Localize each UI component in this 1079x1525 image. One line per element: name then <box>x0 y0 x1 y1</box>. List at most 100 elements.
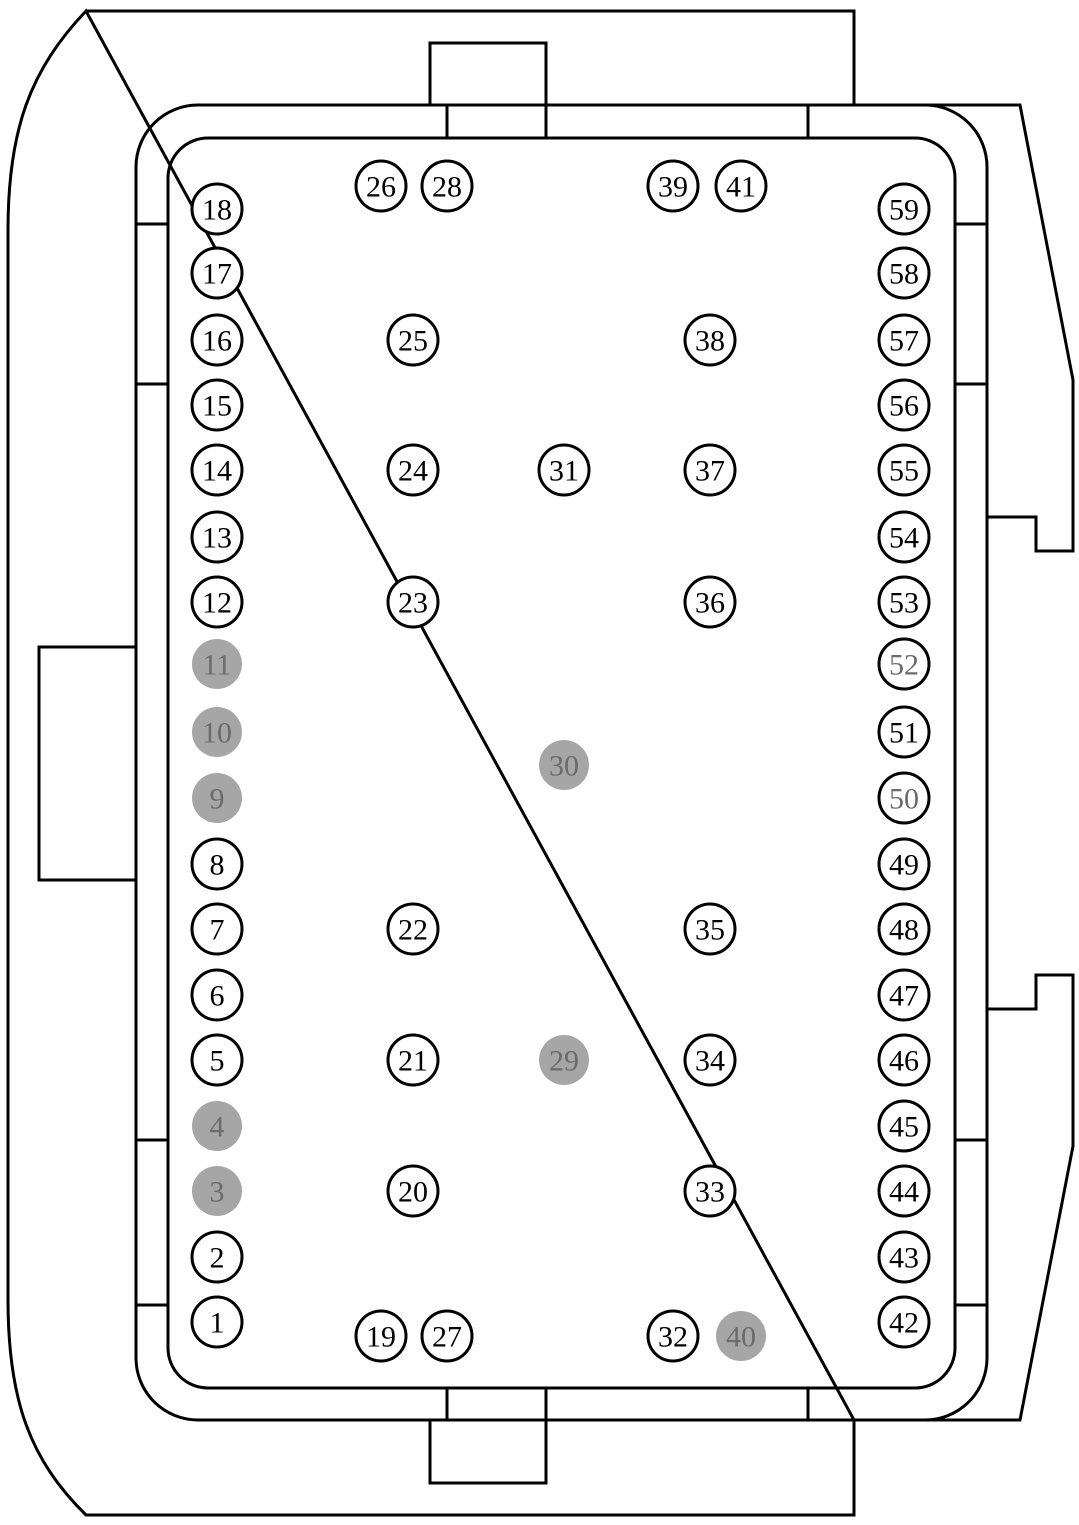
pin-circle <box>877 902 931 956</box>
pin-label: 37 <box>695 455 725 488</box>
pin-circle <box>877 1099 931 1153</box>
pin-43: 43 <box>877 1230 931 1284</box>
pin-label: 17 <box>202 258 232 291</box>
connector-housing <box>6 8 1075 1517</box>
pin-label: 44 <box>889 1176 919 1209</box>
pin-6: 6 <box>190 968 244 1022</box>
pin-label: 54 <box>889 522 919 555</box>
pin-12: 12 <box>190 575 244 629</box>
pin-41: 41 <box>714 159 768 213</box>
pin-circle <box>190 1295 244 1349</box>
pin-label: 43 <box>889 1242 919 1275</box>
pin-label: 24 <box>398 455 428 488</box>
pin-circle <box>386 902 440 956</box>
pin-circle <box>192 1166 242 1216</box>
pin-circle <box>877 510 931 564</box>
pin-circle <box>646 159 700 213</box>
pin-circle <box>386 443 440 497</box>
pin-11: 11 <box>192 639 242 689</box>
pin-35: 35 <box>683 902 737 956</box>
pin-39: 39 <box>646 159 700 213</box>
pin-circle <box>190 510 244 564</box>
right-ribs <box>955 222 987 1307</box>
pin-4: 4 <box>192 1101 242 1151</box>
pin-label: 48 <box>889 914 919 947</box>
pin-label: 51 <box>889 717 919 750</box>
pin-26: 26 <box>354 159 408 213</box>
pin-label: 45 <box>889 1111 919 1144</box>
pin-circle <box>192 773 242 823</box>
pin-circle <box>192 1101 242 1151</box>
pin-36: 36 <box>683 575 737 629</box>
pin-23: 23 <box>386 575 440 629</box>
pin-24: 24 <box>386 443 440 497</box>
pin-label: 11 <box>203 649 232 682</box>
pin-42: 42 <box>877 1295 931 1349</box>
pin-13: 13 <box>190 510 244 564</box>
outer-shell <box>6 8 856 1517</box>
pin-circle <box>386 1164 440 1218</box>
pin-circle <box>190 443 244 497</box>
pin-49: 49 <box>877 837 931 891</box>
pin-circle <box>190 313 244 367</box>
pin-53: 53 <box>877 575 931 629</box>
pin-label: 3 <box>210 1176 225 1209</box>
pin-circle <box>683 313 737 367</box>
pin-circle <box>877 637 931 691</box>
pin-label: 41 <box>726 171 756 204</box>
pin-1: 1 <box>190 1295 244 1349</box>
right-lock-arm <box>920 103 1075 1422</box>
pin-circle <box>192 707 242 757</box>
pin-3: 3 <box>192 1166 242 1216</box>
pin-45: 45 <box>877 1099 931 1153</box>
pin-label: 4 <box>210 1111 225 1144</box>
pin-circle <box>683 443 737 497</box>
pin-circle <box>190 1230 244 1284</box>
pin-circle <box>190 575 244 629</box>
pin-label: 56 <box>889 390 919 423</box>
pin-circle <box>190 968 244 1022</box>
pin-22: 22 <box>386 902 440 956</box>
pin-15: 15 <box>190 378 244 432</box>
pin-label: 29 <box>549 1045 579 1078</box>
pin-21: 21 <box>386 1033 440 1087</box>
pin-label: 15 <box>202 390 232 423</box>
pin-circle <box>354 1309 408 1363</box>
pin-label: 20 <box>398 1176 428 1209</box>
pin-label: 10 <box>202 717 232 750</box>
pin-circle <box>877 1164 931 1218</box>
pin-19: 19 <box>354 1309 408 1363</box>
pin-40: 40 <box>716 1311 766 1361</box>
pin-circle <box>683 1033 737 1087</box>
pin-circle <box>877 1230 931 1284</box>
pin-label: 38 <box>695 325 725 358</box>
pin-52: 52 <box>877 637 931 691</box>
pin-label: 2 <box>210 1242 225 1275</box>
pin-circle <box>539 740 589 790</box>
pin-57: 57 <box>877 313 931 367</box>
pin-circle <box>386 313 440 367</box>
pin-16: 16 <box>190 313 244 367</box>
pin-9: 9 <box>192 773 242 823</box>
pin-circle <box>877 443 931 497</box>
pin-50: 50 <box>877 771 931 825</box>
pin-label: 12 <box>202 587 232 620</box>
pin-circle <box>683 1164 737 1218</box>
pin-59: 59 <box>877 182 931 236</box>
pin-label: 58 <box>889 258 919 291</box>
pin-circle <box>714 159 768 213</box>
pin-label: 46 <box>889 1045 919 1078</box>
pin-circle <box>683 575 737 629</box>
pin-circle <box>646 1309 700 1363</box>
pin-label: 6 <box>210 980 225 1013</box>
pin-circle <box>877 182 931 236</box>
pin-circle <box>877 705 931 759</box>
pin-58: 58 <box>877 246 931 300</box>
pin-label: 34 <box>695 1045 725 1078</box>
pin-label: 35 <box>695 914 725 947</box>
pin-label: 1 <box>210 1307 225 1340</box>
pin-label: 21 <box>398 1045 428 1078</box>
pin-label: 52 <box>889 649 919 682</box>
pin-circle <box>386 1033 440 1087</box>
pin-label: 33 <box>695 1176 725 1209</box>
